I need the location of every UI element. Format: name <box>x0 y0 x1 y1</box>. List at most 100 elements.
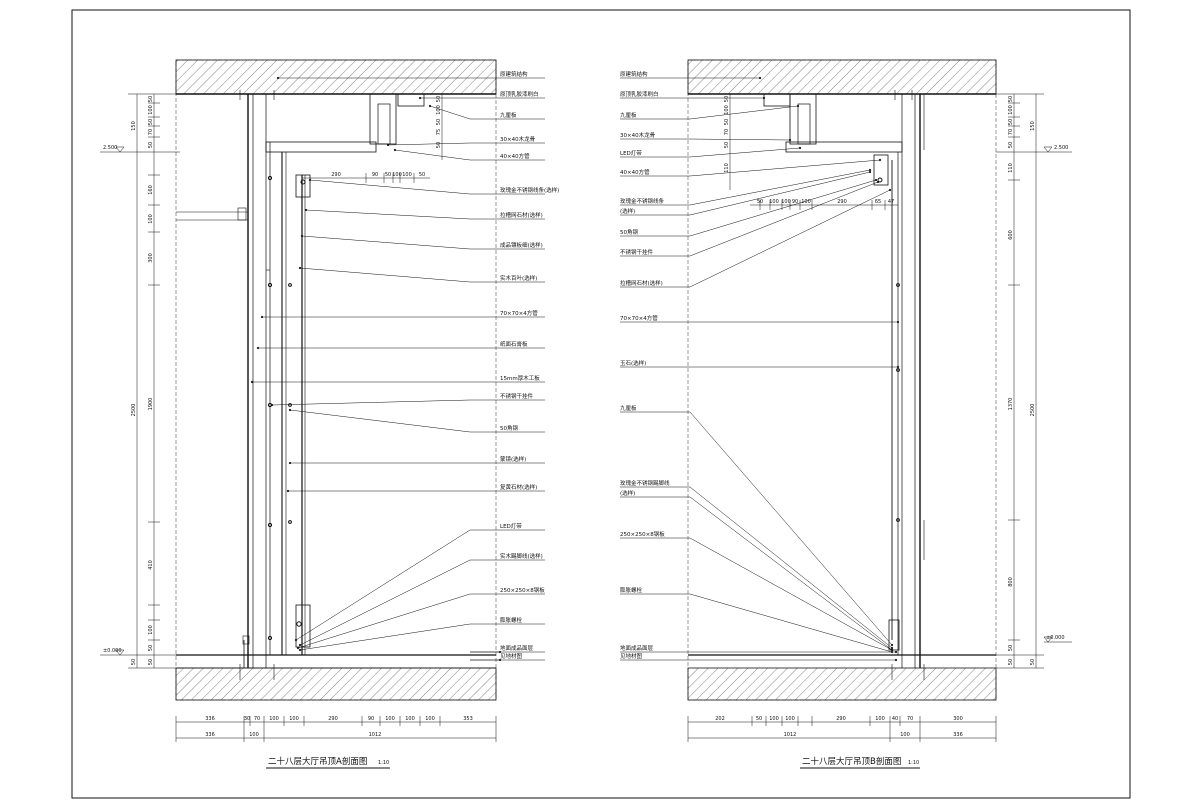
dim-b-outer-1: 50 <box>1030 659 1036 665</box>
b-leader-dot-2 <box>796 104 800 108</box>
dim-b-top-7: 47 <box>888 199 894 205</box>
dim-b-bot2-0: 1012 <box>784 732 797 738</box>
b-leader-dot-14 <box>890 646 894 650</box>
a-label-8: 实木百叶(选样) <box>500 274 537 282</box>
dim-b-seg-5: 110 <box>724 163 730 173</box>
a-leader-dot-3 <box>386 143 390 147</box>
a-leader-dot-13 <box>288 408 292 412</box>
dim-a-inner-0: 50 <box>148 96 154 102</box>
b-leader-8 <box>620 179 877 237</box>
dim-a-top-2: 50 <box>385 172 391 178</box>
a-leader-13 <box>289 409 545 433</box>
dim-b-inner-6: 600 <box>1008 230 1014 240</box>
a-leader-dot-20 <box>498 650 502 654</box>
dim-b-outer-2: 2500 <box>1030 404 1036 417</box>
dim-a-inner-9: 410 <box>148 560 154 570</box>
b-leader-15 <box>620 496 893 651</box>
dim-b-inner-0: 50 <box>1008 96 1014 102</box>
a-leader-19 <box>299 623 545 651</box>
a-leader-dot-1 <box>418 96 422 100</box>
dim-b-inner-8: 800 <box>1008 577 1014 587</box>
dim-a-bot1-7: 100 <box>385 716 395 722</box>
dim-a-bot1-3: 100 <box>269 716 279 722</box>
dim-a-inner-6: 100 <box>148 214 154 224</box>
section-b-bottom-dims: 202 50 100 100 290 100 40 70 300 1012 10… <box>687 716 997 742</box>
dim-b-bot1-8: 40 <box>892 716 898 722</box>
dim-a-bot1-2: 70 <box>254 716 260 722</box>
section-a-title: 二十八层大厅吊顶A剖面图 1:10 <box>266 756 390 769</box>
dim-b-bot1-1: 50 <box>756 716 762 722</box>
dim-a-inner-1: 100 <box>148 105 154 115</box>
b-label-6: 玫瑰金不锈钢线条 <box>620 197 665 205</box>
b-leader-dot-5 <box>878 158 882 162</box>
a-leader-5 <box>309 179 545 195</box>
level-a-bottom: ±0.000 <box>103 648 122 654</box>
dim-b-inner-10: 50 <box>1008 659 1014 665</box>
section-b: 150 2500 50 50 100 50 70 50 110 600 1370… <box>436 59 1072 769</box>
b-leader-dot-9 <box>876 180 880 184</box>
dim-a-bot2-1: 100 <box>249 732 259 738</box>
section-b-wall <box>763 90 925 680</box>
dim-a-bot1-9: 100 <box>425 716 435 722</box>
dim-a-seg-4: 50 <box>436 142 442 148</box>
a-label-5: 玫瑰金不锈钢线条(选样) <box>500 186 559 194</box>
section-b-level-marks: 2.500 ±0.000 <box>1043 145 1072 643</box>
a-label-17: 实木踢脚线(选样) <box>500 552 543 560</box>
b-label-9: 不锈钢干挂件 <box>620 248 654 256</box>
dim-b-bot2-1: 100 <box>900 732 910 738</box>
dim-a-bot1-0: 336 <box>205 716 215 722</box>
section-a-title-text: 二十八层大厅吊顶A剖面图 <box>268 756 367 767</box>
b-label-4: LED灯带 <box>620 149 642 157</box>
a-label-20: 地面成品面层 <box>500 644 534 652</box>
section-a: 150 2500 50 50 100 50 70 50 160 100 300 … <box>100 59 559 769</box>
section-b-labels: 原建筑结构原顶乳胶漆刷白九厘板30×40木龙骨LED灯带40×40方管玫瑰金不锈… <box>620 70 670 660</box>
dim-a-outer-0: 150 <box>131 121 137 131</box>
dim-b-bot1-2: 100 <box>769 716 779 722</box>
b-leader-10 <box>620 189 891 288</box>
dim-a-top-0: 290 <box>331 172 341 178</box>
a-leader-16 <box>295 529 545 641</box>
b-leader-dot-19 <box>894 658 898 662</box>
dim-b-bot1-6: 290 <box>836 716 846 722</box>
a-leader-dot-6 <box>304 208 308 212</box>
a-leader-18 <box>297 593 545 649</box>
b-label-13: 九厘板 <box>620 404 637 412</box>
b-label-12: 玉石(选样) <box>620 359 646 367</box>
dim-b-seg-1: 100 <box>724 105 730 115</box>
dim-b-inner-7: 1370 <box>1008 398 1014 411</box>
dim-b-inner-5: 110 <box>1008 163 1014 173</box>
b-label-10: 拉槽网石材(选样) <box>620 279 663 287</box>
a-label-18: 250×250×8钢板 <box>500 586 545 594</box>
b-leader-dot-3 <box>788 138 792 142</box>
a-label-14: 蒙镜(选样) <box>500 455 526 463</box>
b-leader-dot-12 <box>896 365 900 369</box>
dim-a-seg-3: 75 <box>436 129 442 135</box>
dim-b-bot1-9: 70 <box>907 716 913 722</box>
b-label-11: 70×70×4方管 <box>620 314 658 322</box>
level-a-top: 2.500 <box>103 145 117 151</box>
dim-b-inner-3: 70 <box>1008 129 1014 135</box>
dim-a-inner-10: 100 <box>148 625 154 635</box>
b-label-15: (选样) <box>620 489 635 497</box>
a-label-15: 复黄石材(选样) <box>500 483 537 491</box>
section-a-labels: 原建筑结构原顶乳胶漆刷白九厘板30×40木龙骨40×40方管玫瑰金不锈钢线条(选… <box>500 70 559 660</box>
dim-a-bot1-5: 290 <box>328 716 338 722</box>
a-label-1: 原顶乳胶漆刷白 <box>500 90 539 98</box>
b-leader-dot-16 <box>890 648 894 652</box>
section-a-top-dims: 290 90 50 100 100 50 <box>302 172 430 183</box>
sheet-border <box>71 9 1131 799</box>
a-leader-dot-9 <box>260 315 264 319</box>
b-leader-dot-8 <box>874 178 878 182</box>
dim-a-outer-2: 2500 <box>131 404 137 417</box>
section-b-scale: 1:10 <box>908 760 919 766</box>
b-leader-17 <box>620 593 893 653</box>
dim-a-bot1-6: 90 <box>368 716 374 722</box>
dim-a-inner-7: 300 <box>148 253 154 263</box>
dim-b-bot1-3: 100 <box>785 716 795 722</box>
dim-a-seg-1: 100 <box>436 105 442 115</box>
dim-a-top-1: 90 <box>372 172 378 178</box>
dim-a-bot1-12: 353 <box>463 716 473 722</box>
dim-b-top-5: 290 <box>837 199 847 205</box>
a-label-12: 不锈钢干挂件 <box>500 392 534 400</box>
